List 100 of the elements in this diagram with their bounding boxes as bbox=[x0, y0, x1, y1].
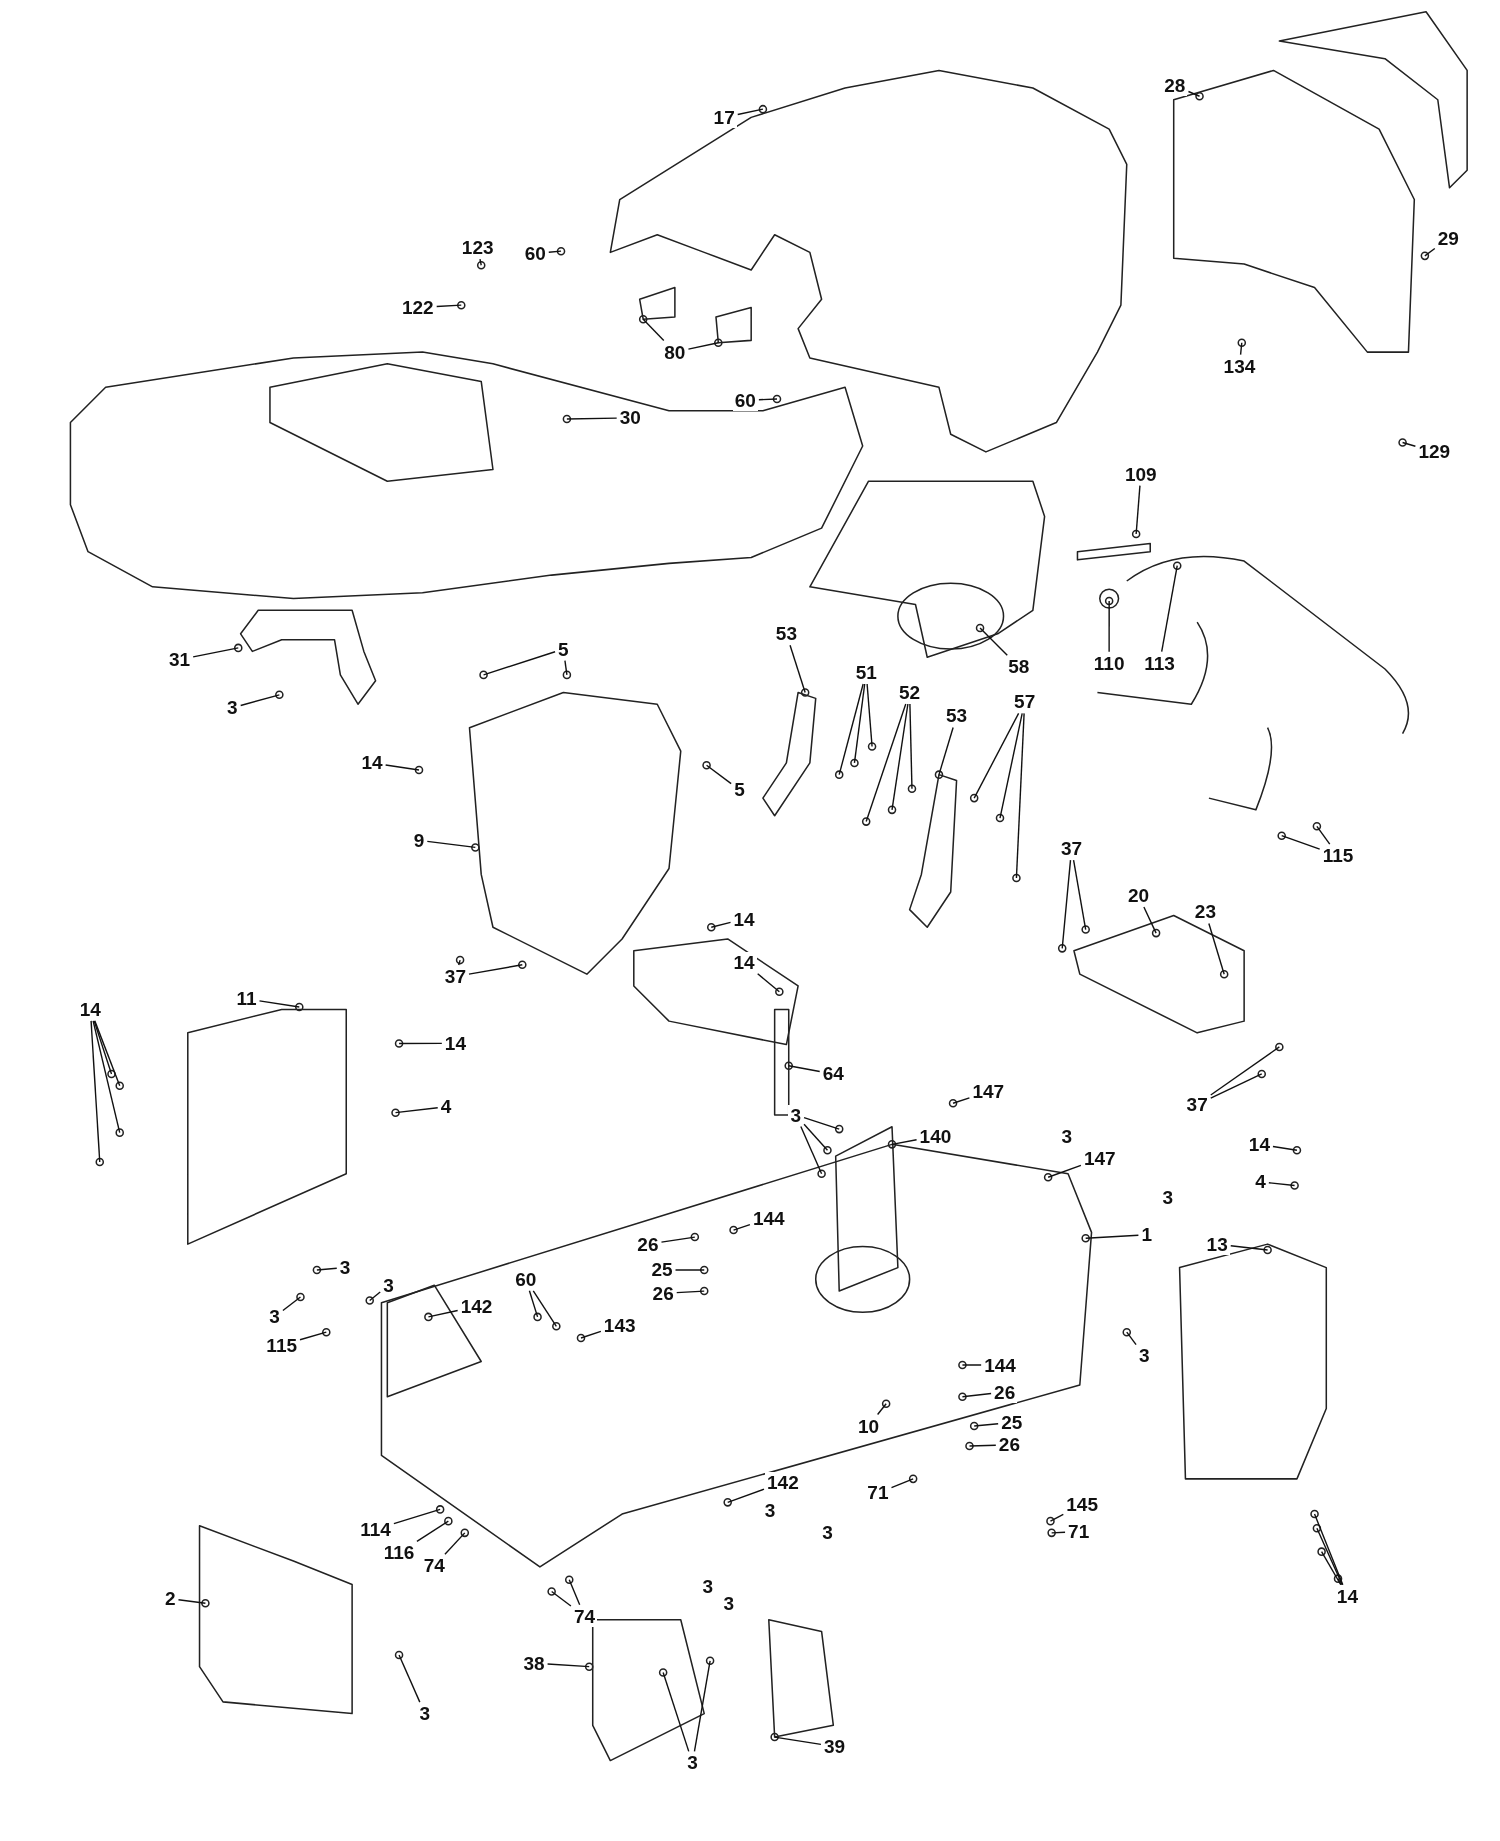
leader-line bbox=[757, 973, 781, 993]
leader-line bbox=[676, 1290, 705, 1294]
leader-line bbox=[282, 1296, 302, 1312]
leader-line bbox=[93, 1020, 113, 1075]
leader-line bbox=[1401, 441, 1417, 447]
leader-line bbox=[546, 1663, 590, 1668]
leader-line bbox=[177, 1599, 207, 1604]
leader-line bbox=[710, 921, 732, 928]
leader-line bbox=[973, 1423, 999, 1427]
leader-line bbox=[1126, 1331, 1137, 1346]
leader-line bbox=[1072, 859, 1087, 931]
leader-line bbox=[1320, 1550, 1342, 1586]
leader-line bbox=[1210, 1046, 1281, 1096]
leader-line bbox=[1050, 1531, 1066, 1534]
leader-line bbox=[394, 1107, 439, 1114]
leader-line bbox=[674, 1269, 705, 1271]
leader-line bbox=[580, 1330, 602, 1339]
leader-line bbox=[727, 1488, 765, 1504]
leader-line bbox=[1085, 1234, 1140, 1239]
leader-line bbox=[973, 712, 1020, 799]
leader-line bbox=[398, 1654, 421, 1703]
leader-line bbox=[642, 318, 665, 342]
leader-line bbox=[1337, 1577, 1342, 1586]
leader-line bbox=[968, 1444, 997, 1447]
leader-line bbox=[1210, 1073, 1263, 1099]
leader-line bbox=[92, 1020, 121, 1134]
leader-line bbox=[564, 659, 568, 676]
leader-line bbox=[566, 417, 618, 420]
leader-line bbox=[1208, 922, 1225, 975]
leader-line bbox=[773, 1736, 822, 1746]
leader-line bbox=[890, 1478, 914, 1489]
leader-line bbox=[1049, 1513, 1064, 1522]
leader-line bbox=[891, 703, 909, 811]
leader-line bbox=[979, 627, 1008, 656]
leader-line bbox=[789, 644, 806, 694]
leader-line bbox=[1313, 1513, 1344, 1586]
leader-line bbox=[258, 1000, 300, 1008]
leader-line bbox=[398, 1042, 443, 1045]
leader-line bbox=[1047, 1164, 1082, 1178]
leader-line bbox=[1230, 1245, 1269, 1251]
leader-line bbox=[427, 1309, 459, 1318]
leader-line bbox=[393, 1508, 441, 1525]
leader-line bbox=[468, 964, 523, 975]
leader-line bbox=[94, 1020, 121, 1087]
leader-line bbox=[737, 108, 764, 116]
leader-line bbox=[732, 1223, 751, 1231]
leader-line bbox=[1061, 859, 1072, 950]
leader-line bbox=[299, 1331, 327, 1341]
leader-line bbox=[192, 647, 239, 658]
leader-line bbox=[961, 1392, 992, 1398]
leader-line bbox=[853, 683, 866, 764]
leader-line bbox=[1108, 600, 1110, 653]
leader-line bbox=[316, 1267, 338, 1271]
leader-line bbox=[568, 1579, 581, 1606]
leader-line bbox=[999, 712, 1023, 819]
leader-line bbox=[479, 258, 482, 266]
leader-line bbox=[1135, 484, 1141, 535]
leader-line bbox=[458, 959, 461, 966]
leader-line bbox=[1187, 90, 1201, 97]
leader-line bbox=[426, 840, 477, 849]
leader-line bbox=[803, 1117, 840, 1130]
leader-line bbox=[482, 651, 556, 676]
leader-line bbox=[416, 1520, 450, 1542]
leader-line bbox=[1143, 906, 1157, 934]
leader-line bbox=[909, 703, 913, 790]
leader-line bbox=[803, 1123, 829, 1151]
leader-line bbox=[550, 1590, 572, 1607]
leader-line bbox=[239, 694, 281, 707]
leader-line bbox=[758, 398, 778, 401]
leader-line bbox=[705, 764, 732, 785]
leader-line bbox=[687, 342, 719, 350]
leader-line bbox=[1161, 565, 1178, 653]
leader-line bbox=[528, 1290, 539, 1318]
leader-line bbox=[662, 1671, 690, 1753]
leader-line bbox=[1281, 834, 1321, 850]
leader-line bbox=[891, 1139, 918, 1146]
leader-line bbox=[1015, 712, 1025, 879]
leader-line bbox=[1272, 1145, 1298, 1151]
leader-line bbox=[876, 1403, 887, 1416]
leader-line bbox=[548, 250, 562, 253]
leader-line bbox=[800, 1125, 823, 1175]
leader-line bbox=[1424, 247, 1436, 257]
leader-line bbox=[660, 1236, 696, 1243]
leader-line bbox=[961, 1364, 982, 1366]
leader-line bbox=[1316, 825, 1331, 845]
leader-line bbox=[532, 1290, 558, 1327]
leader-line bbox=[952, 1097, 971, 1104]
leader-line bbox=[1268, 1182, 1296, 1187]
leader-line bbox=[865, 703, 907, 823]
leader-line bbox=[90, 1020, 101, 1163]
leader-line bbox=[444, 1532, 466, 1555]
leader-line bbox=[436, 304, 462, 308]
leader-line bbox=[369, 1291, 381, 1302]
leader-line bbox=[866, 683, 873, 748]
leader-line bbox=[938, 726, 954, 776]
leader-line bbox=[788, 1065, 821, 1073]
leader-line bbox=[1316, 1527, 1343, 1586]
leader-line bbox=[693, 1660, 711, 1753]
leader-line bbox=[384, 764, 420, 771]
leader-line bbox=[838, 683, 864, 776]
